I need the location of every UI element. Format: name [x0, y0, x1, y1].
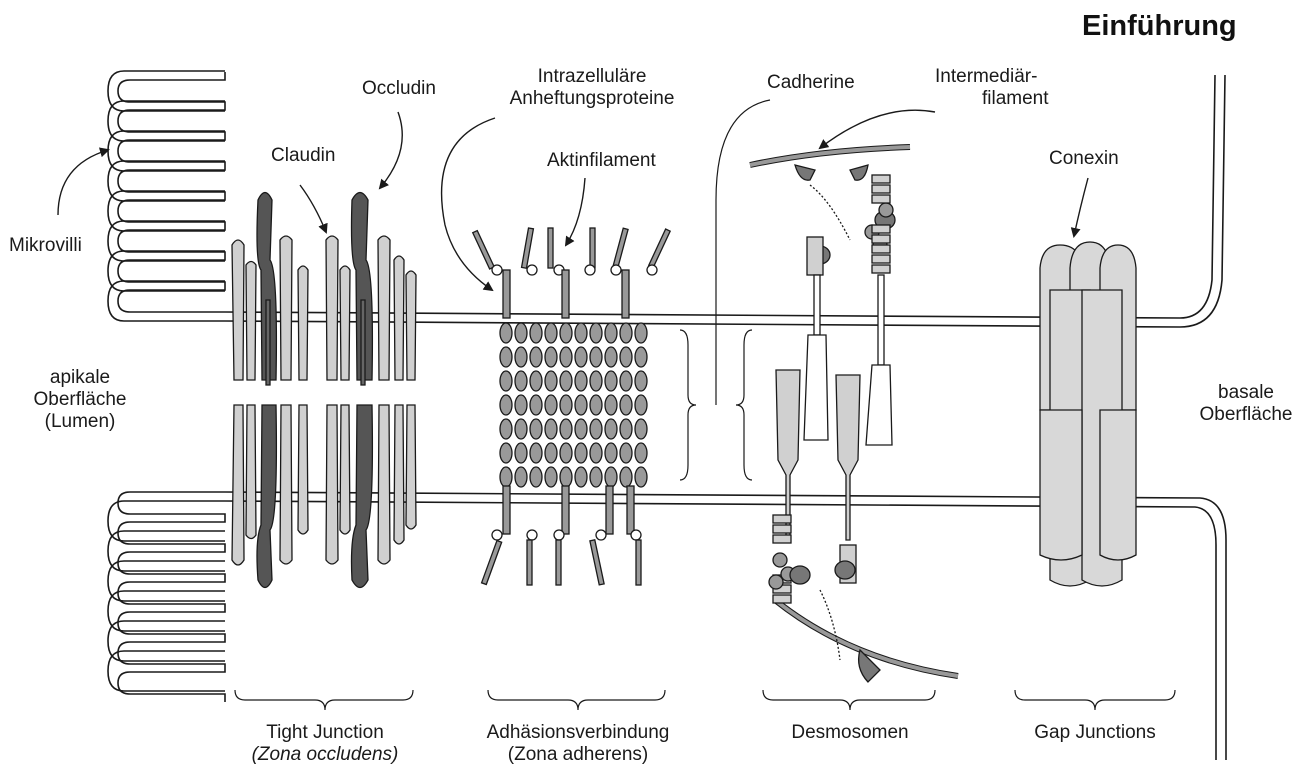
arrow-claudin [300, 185, 326, 232]
label-apikale-line2: Oberfläche [5, 389, 155, 411]
label-claudin: Claudin [271, 145, 335, 167]
brace-adherens [488, 690, 665, 710]
label-tight-junction-line2: (Zona occludens) [225, 744, 425, 766]
label-intrazellulaere-line1: Intrazelluläre [492, 66, 692, 88]
microvilli-lower [108, 492, 225, 702]
label-basale: basale Oberfläche [1186, 382, 1306, 426]
label-tight-junction: Tight Junction (Zona occludens) [225, 722, 425, 766]
occludin-lower-1 [257, 405, 276, 588]
label-apikale-line1: apikale [5, 367, 155, 389]
label-intermediaer-line1: Intermediär- [935, 66, 1049, 88]
gap-junction [1040, 242, 1136, 586]
label-mikrovilli: Mikrovilli [9, 235, 82, 257]
label-intrazellulaere: Intrazelluläre Anheftungsproteine [492, 66, 692, 110]
occludin-lower-2 [352, 405, 373, 588]
label-cadherine: Cadherine [767, 72, 855, 94]
arrow-aktinfilament [566, 178, 585, 245]
adherens-junction [473, 228, 670, 585]
label-desmosomen: Desmosomen [770, 722, 930, 744]
label-occludin: Occludin [362, 78, 436, 100]
tight-junction-proteins [232, 193, 416, 588]
label-basale-line2: Oberfläche [1186, 404, 1306, 426]
label-aktinfilament: Aktinfilament [547, 150, 656, 172]
label-gap-junctions: Gap Junctions [1015, 722, 1175, 744]
label-conexin: Conexin [1049, 148, 1119, 170]
label-adherens-junction-line2: (Zona adherens) [458, 744, 698, 766]
desmosome [750, 147, 958, 682]
label-adherens-junction: Adhäsionsverbindung (Zona adherens) [458, 722, 698, 766]
arrow-conexin [1074, 178, 1088, 236]
label-intermediaer: Intermediär- filament [935, 66, 1049, 110]
label-intrazellulaere-line2: Anheftungsproteine [492, 88, 692, 110]
label-adherens-junction-line1: Adhäsionsverbindung [458, 722, 698, 744]
label-basale-line1: basale [1186, 382, 1306, 404]
brace-gap [1015, 690, 1175, 710]
label-tight-junction-line1: Tight Junction [225, 722, 425, 744]
microvilli-upper [108, 71, 225, 321]
arrow-occludin [380, 112, 402, 188]
label-apikale-line3: (Lumen) [5, 411, 155, 433]
brace-desmosome [763, 690, 935, 710]
brace-tight [235, 690, 413, 710]
page-title: Einführung [1082, 10, 1237, 43]
braces [235, 100, 1175, 710]
arrow-intermediaer [820, 110, 935, 148]
label-apikale: apikale Oberfläche (Lumen) [5, 367, 155, 433]
adherens-cadherin-grid [500, 323, 647, 487]
label-intermediaer-line2: filament [935, 88, 1049, 110]
arrow-mikrovilli [58, 150, 108, 215]
